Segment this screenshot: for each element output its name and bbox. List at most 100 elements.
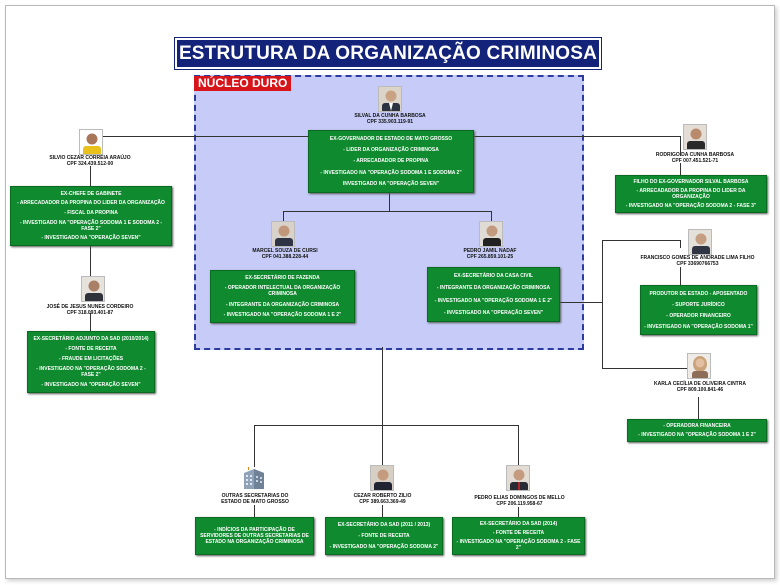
person-name: MARCEL SOUZA DE CURSI <box>252 248 318 254</box>
person-silhouette-icon <box>684 125 706 149</box>
person-name-silval: SILVAL DA CUNHA BARBOSA CPF 335.903.119-… <box>340 113 440 125</box>
connector-line <box>698 397 699 419</box>
person-name-karla: KARLA CECÍLIA DE OLIVEIRA CINTRA CPF 809… <box>640 381 760 393</box>
nucleo-duro-label: NÚCLEO DURO <box>194 76 292 91</box>
person-name: PEDRO ELIAS DOMINGOS DE MELLO <box>474 495 565 501</box>
building-image <box>241 467 267 491</box>
connector-line <box>560 302 602 303</box>
role-line: - INVESTIGADO NA "OPERAÇÃO SODOMA 1 E 2" <box>638 431 756 438</box>
person-photo-silvio <box>79 129 103 155</box>
person-photo-marcel <box>271 221 295 247</box>
person-silhouette-icon <box>507 466 529 490</box>
role-box-outras: - INDÍCIOS DA PARTICIPAÇÃO DE SERVIDORES… <box>195 517 314 555</box>
connector-line <box>283 211 492 212</box>
connector-line <box>90 313 91 331</box>
role-box-cezar: EX-SECRETÁRIO DA SAD (2011 / 2013) - FON… <box>325 517 443 555</box>
connector-line <box>680 240 681 248</box>
role-line: - FISCAL DA PROPINA <box>64 209 118 216</box>
role-line: - INDÍCIOS DA PARTICIPAÇÃO DE SERVIDORES… <box>200 527 309 545</box>
person-photo-pedro-mello <box>506 465 530 491</box>
role-line: - INTEGRANTE DA ORGANIZAÇÃO CRIMINOSA <box>436 285 551 292</box>
role-line: - ARRECADADOR DA PROPINA DO LIDER DA ORG… <box>636 187 746 200</box>
role-box-marcel: EX-SECRETÁRIO DE FAZENDA - OPERADOR INTE… <box>210 270 355 323</box>
person-name: SILVIO CEZAR CORREIA ARAÚJO <box>49 155 131 161</box>
connector-line <box>602 368 698 369</box>
connector-line <box>680 163 681 175</box>
person-name-marcel: MARCEL SOUZA DE CURSI CPF 041.388.228-44 <box>235 248 335 260</box>
role-line: - INVESTIGADO NA "OPERAÇÃO SODOMA 1 E SO… <box>320 169 462 176</box>
role-line: EX-SECRETÁRIO DE FAZENDA <box>245 275 320 282</box>
person-name: KARLA CECÍLIA DE OLIVEIRA CINTRA <box>654 381 746 387</box>
person-photo-silval <box>378 86 402 112</box>
person-cpf: CPF 335.903.119-91 <box>366 119 414 125</box>
person-name-jose: JOSÉ DE JESUS NUNES CORDEIRO CPF 318.093… <box>35 304 145 316</box>
role-line: - INVESTIGADO NA "OPERAÇÃO SODOMA 1" <box>644 323 753 330</box>
role-line: - INVESTIGADO NA "OPERAÇÃO SODOMA 1 E 2" <box>223 311 342 318</box>
role-box-karla: - OPERADORA FINANCEIRA - INVESTIGADO NA … <box>627 419 767 442</box>
person-photo-francisco <box>688 229 712 255</box>
person-name-pedro-mello: PEDRO ELIAS DOMINGOS DE MELLO CPF 206.11… <box>462 495 577 507</box>
connector-line <box>518 425 519 465</box>
role-line: - INTEGRANTE DA ORGANIZAÇÃO CRIMINOSA <box>225 301 340 308</box>
person-name-outras: OUTRAS SECRETARIAS DO ESTADO DE MATO GRO… <box>215 493 295 505</box>
person-name: RODRIGO DA CUNHA BARBOSA <box>655 152 735 158</box>
person-name: FRANCISCO GOMES DE ANDRADE LIMA FILHO <box>640 255 755 261</box>
role-line: FILHO DO EX-GOVERNADOR SILVAL BARBOSA <box>633 179 749 186</box>
role-line: - INVESTIGADO NA "OPERAÇÃO SODOMA 2 - FA… <box>36 366 146 378</box>
person-name-rodrigo: RODRIGO DA CUNHA BARBOSA CPF 007.451.521… <box>640 152 750 164</box>
role-box-jose: EX-SECRETÁRIO ADJUNTO DA SAD (2010/2014)… <box>27 331 155 393</box>
person-cpf: CPF 041.388.228-44 <box>261 254 309 260</box>
person-photo-pedro-nadaf <box>479 221 503 247</box>
connector-line <box>602 240 603 368</box>
person-silhouette-icon <box>689 230 711 254</box>
role-line: EX-SECRETÁRIO DA SAD (2014) <box>479 521 558 528</box>
role-line: INVESTIGADO NA "OPERAÇÃO SEVEN" <box>342 181 440 188</box>
role-line: EX-CHEFE DE GABINETE <box>60 190 122 197</box>
person-silhouette-icon <box>688 354 710 378</box>
person-name-silvio: SILVIO CEZAR CORREIA ARAÚJO CPF 324.439.… <box>25 155 155 167</box>
role-line: - OPERADOR INTELECTUAL DA ORGANIZAÇÃO CR… <box>224 285 341 298</box>
connector-line <box>389 193 390 211</box>
person-name-cezar: CEZAR ROBERTO ZILIO CPF 389.663.369-49 <box>335 493 430 505</box>
role-line: - FRAUDE EM LICITAÇÕES <box>58 356 124 362</box>
role-line: - ARRECADADOR DA PROPINA DO LIDER DA ORG… <box>17 200 165 207</box>
person-photo-jose <box>81 276 105 302</box>
connector-line <box>283 211 284 221</box>
person-silhouette-icon <box>80 130 102 154</box>
role-line: - OPERADORA FINANCEIRA <box>663 423 731 430</box>
connector-line <box>491 211 492 221</box>
person-cpf: CPF 324.439.512-00 <box>66 161 114 167</box>
role-box-pedro-nadaf: EX-SECRETÁRIO DA CASA CIVIL - INTEGRANTE… <box>427 267 560 322</box>
connector-line <box>254 425 518 426</box>
role-box-francisco: PRODUTOR DE ESTADO - APOSENTADO - SUPORT… <box>640 285 757 335</box>
connector-line <box>382 505 383 517</box>
person-cpf: CPF 809.100.841-46 <box>676 387 724 393</box>
role-line: EX-SECRETÁRIO DA CASA CIVIL <box>453 273 534 280</box>
connector-line <box>518 507 519 517</box>
person-photo-cezar <box>370 465 394 491</box>
role-line: - INVESTIGADO NA "OPERAÇÃO SODOMA 1 E 2" <box>434 297 553 304</box>
role-line: - INVESTIGADO NA "OPERAÇÃO SODOMA 2" <box>329 543 439 550</box>
person-name-pedro-nadaf: PEDRO JAMIL NADAF CPF 265.859.101-25 <box>440 248 540 260</box>
connector-line <box>602 240 680 241</box>
connector-line <box>382 347 383 425</box>
person-cpf: CPF 265.859.101-25 <box>466 254 514 260</box>
connector-line <box>680 136 681 156</box>
diagram-title: ESTRUTURA DA ORGANIZAÇÃO CRIMINOSA <box>174 37 602 70</box>
person-cpf: CPF 318.093.401-87 <box>66 310 114 316</box>
role-line: - INVESTIGADO NA "OPERAÇÃO SEVEN" <box>41 382 141 388</box>
person-name-francisco: FRANCISCO GOMES DE ANDRADE LIMA FILHO CP… <box>625 255 770 267</box>
person-name: PEDRO JAMIL NADAF <box>463 248 517 254</box>
role-line: - INVESTIGADO NA "OPERAÇÃO SEVEN" <box>443 309 544 316</box>
person-cpf: CPF 206.119.958-67 <box>496 501 543 507</box>
person-name: OUTRAS SECRETARIAS DO ESTADO DE MATO GRO… <box>221 493 289 505</box>
person-cpf: CPF 389.663.369-49 <box>359 499 406 505</box>
role-line: EX-SECRETÁRIO ADJUNTO DA SAD (2010/2014) <box>33 336 149 342</box>
person-photo-rodrigo <box>683 124 707 150</box>
connector-line <box>90 166 91 186</box>
role-box-rodrigo: FILHO DO EX-GOVERNADOR SILVAL BARBOSA - … <box>615 175 767 213</box>
role-line: - LIDER DA ORGANIZAÇÃO CRIMINOSA <box>343 147 439 154</box>
person-photo-karla <box>687 353 711 379</box>
connector-line <box>90 246 91 276</box>
connector-line <box>254 505 255 517</box>
